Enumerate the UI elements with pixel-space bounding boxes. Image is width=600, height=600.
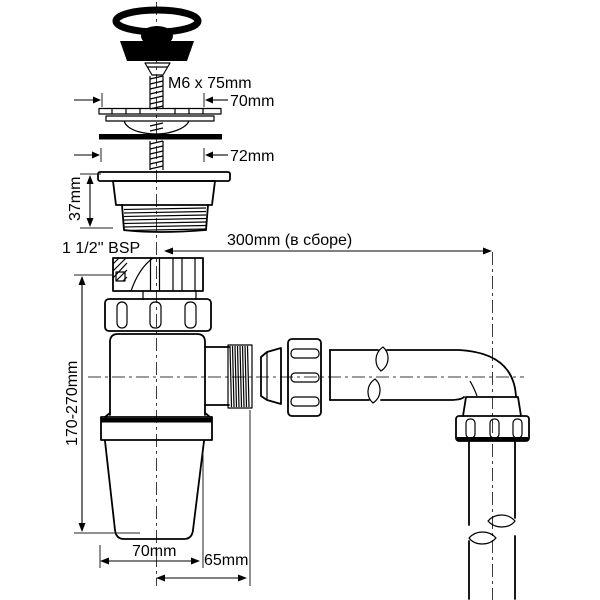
assembly-length-label: 300mm (в сборе) xyxy=(227,232,352,249)
dimension-72mm: 72mm xyxy=(74,148,274,165)
centerlines xyxy=(88,2,524,600)
sink-plug xyxy=(112,6,202,61)
sink-flange-plates xyxy=(98,107,222,140)
elbow xyxy=(380,349,522,417)
trap-cup xyxy=(104,440,205,540)
dimension-37mm: 37mm xyxy=(67,173,113,229)
trap-union-nut xyxy=(104,298,212,332)
flange-width-label: 70mm xyxy=(230,93,274,110)
dimension-70mm-top: 70mm xyxy=(74,93,274,110)
outlet-pipe xyxy=(329,346,389,404)
dimension-65mm: 65mm xyxy=(156,410,251,586)
pipe-nut xyxy=(287,338,322,417)
dimension-300mm: 300mm (в сборе) xyxy=(164,232,492,255)
fixing-screw: M6 x 75mm xyxy=(144,62,252,170)
dimension-170-270mm: 170-270mm xyxy=(64,274,140,534)
trap-inlet-nut xyxy=(112,257,204,300)
strainer-body xyxy=(97,171,231,233)
adjustable-height-label: 170-270mm xyxy=(64,361,81,446)
rubber-gasket xyxy=(99,134,222,140)
cone-washer xyxy=(260,347,282,405)
outlet-thread xyxy=(204,344,253,409)
thread-size-label: 1 1/2'' BSP xyxy=(62,240,140,257)
screw-spec-label: M6 x 75mm xyxy=(168,75,252,92)
elbow-nut xyxy=(455,415,530,442)
strainer-height-label: 37mm xyxy=(67,177,84,221)
dimension-70mm-bottom: 70mm xyxy=(99,453,204,568)
washer-width-label: 72mm xyxy=(230,148,274,165)
trap-body xyxy=(100,333,213,441)
outlet-offset-label: 65mm xyxy=(204,552,248,569)
cup-width-label: 70mm xyxy=(132,543,176,560)
standpipe xyxy=(468,441,516,600)
